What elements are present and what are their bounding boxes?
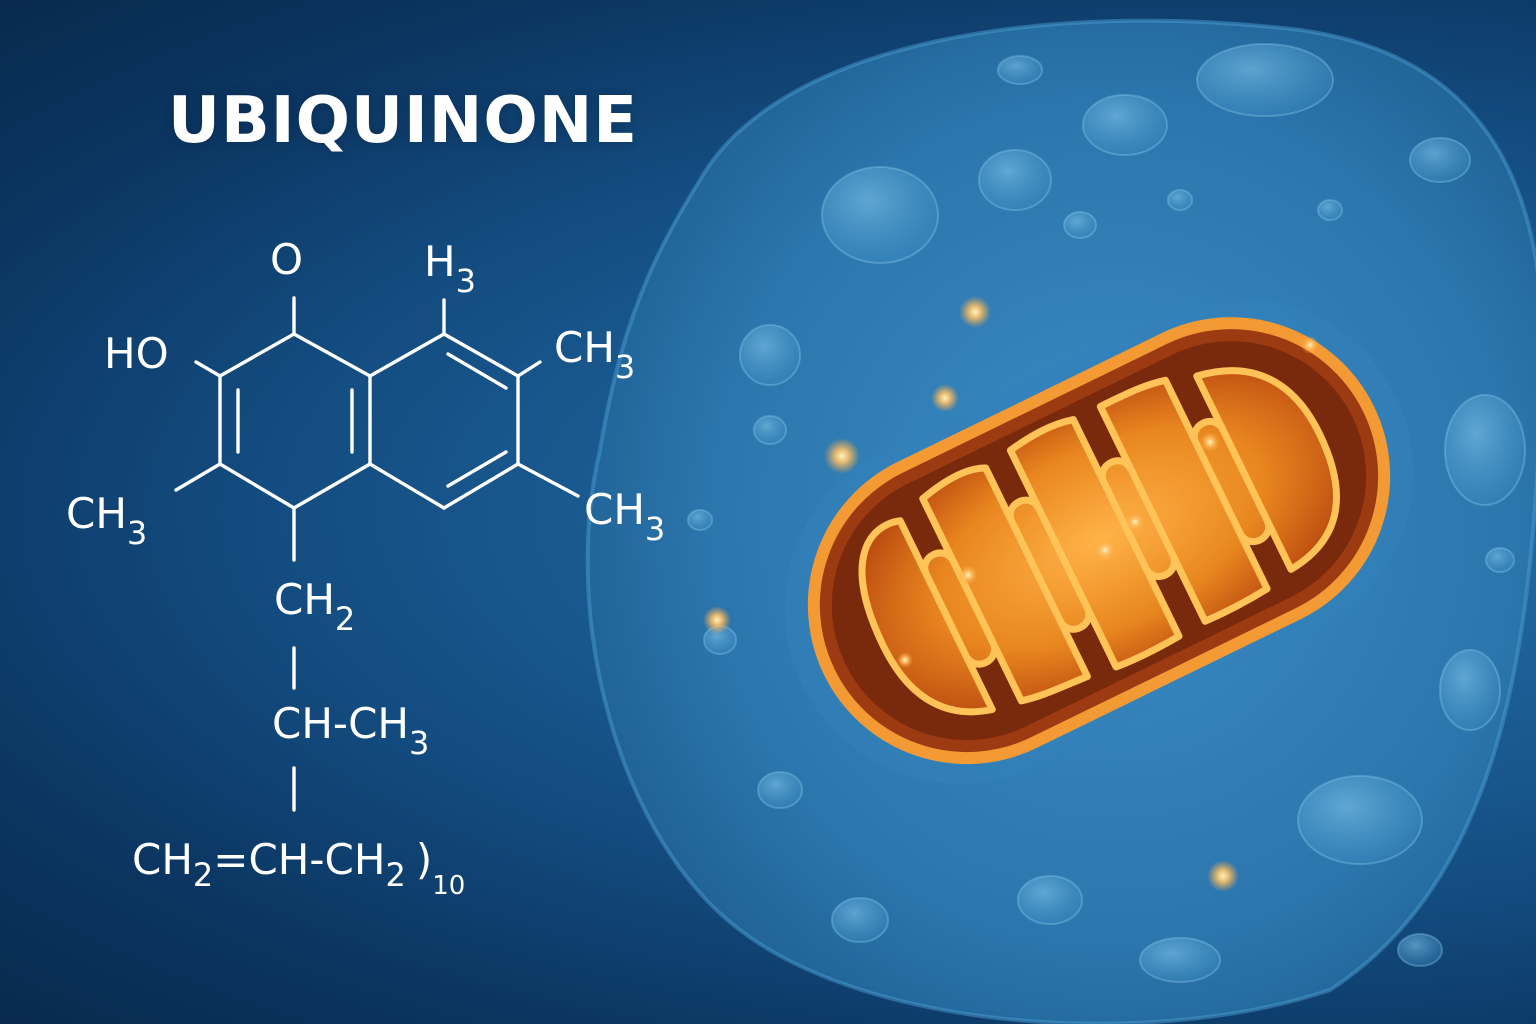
hydroxyl-label: HO xyxy=(104,329,169,378)
oxygen-label: O xyxy=(270,235,303,284)
ring-bonds xyxy=(174,296,580,812)
chain-ch2-label: CH2 xyxy=(274,575,355,638)
chain-ch-ch3-label: CH-CH3 xyxy=(272,699,429,762)
vesicles xyxy=(687,43,1526,983)
chain-repeat-label: CH2=CH-CH2)10 xyxy=(132,835,465,901)
left-methyl-label: CH3 xyxy=(66,489,147,552)
chemical-structure: O HO H3 CH3 CH3 CH3 CH2 CH-CH3 CH2=CH-CH… xyxy=(66,235,665,901)
top-methyl-label: H3 xyxy=(424,237,476,300)
page-title: UBIQUINONE xyxy=(168,84,638,158)
glow-particles xyxy=(703,296,1319,892)
right-methyl-label-2: CH3 xyxy=(584,485,665,548)
right-methyl-label-1: CH3 xyxy=(554,323,635,386)
